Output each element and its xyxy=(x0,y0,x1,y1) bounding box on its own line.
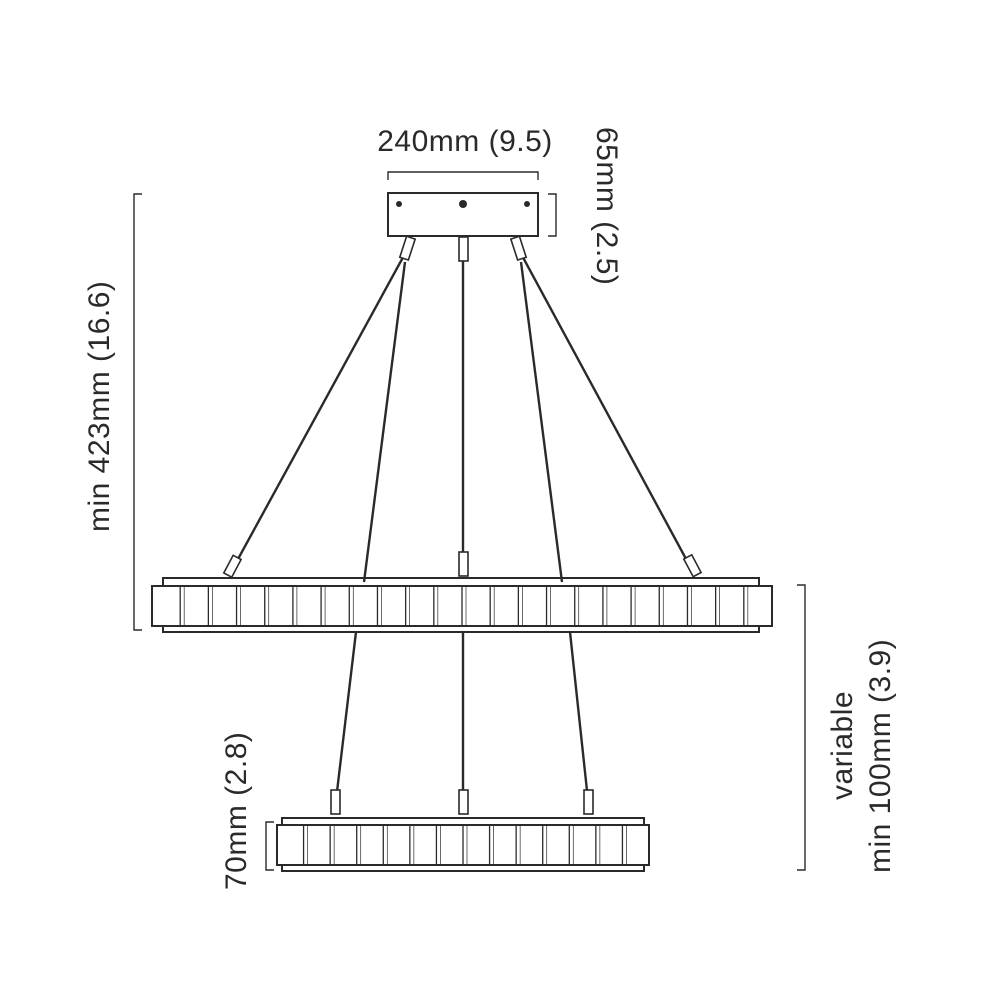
ring-height-label: 70mm (2.8) xyxy=(220,732,253,890)
ceiling-canopy xyxy=(387,192,539,237)
canopy-width-label: 240mm (9.5) xyxy=(377,125,553,158)
canopy-screw xyxy=(524,201,530,207)
variable-gap-label-line2: min 100mm (3.9) xyxy=(864,639,897,873)
canopy-height-dimension: 65mm (2.5) xyxy=(548,127,623,285)
upper-ring xyxy=(151,577,773,633)
lower-ring xyxy=(276,817,650,872)
lower-ring-cable-grippers xyxy=(330,789,594,815)
canopy-width-dimension: 240mm (9.5) xyxy=(377,125,553,180)
canopy-screw xyxy=(396,201,402,207)
ring-height-dimension: 70mm (2.8) xyxy=(220,732,274,890)
canopy-cable-grippers xyxy=(398,235,528,262)
overall-height-label: min 423mm (16.6) xyxy=(83,281,116,532)
upper-suspension-cables xyxy=(230,249,694,583)
lower-ring-crystal-segments xyxy=(302,825,627,865)
overall-height-dimension: min 423mm (16.6) xyxy=(83,193,142,631)
variable-gap-dimension: variable min 100mm (3.9) xyxy=(797,584,897,873)
variable-gap-label-line1: variable xyxy=(826,691,859,800)
lower-suspension-cables xyxy=(334,631,590,801)
upper-ring-crystal-segments xyxy=(179,586,749,626)
upper-ring-cable-grippers xyxy=(222,551,703,579)
canopy-height-label: 65mm (2.5) xyxy=(590,127,623,285)
canopy-screw xyxy=(459,200,467,208)
